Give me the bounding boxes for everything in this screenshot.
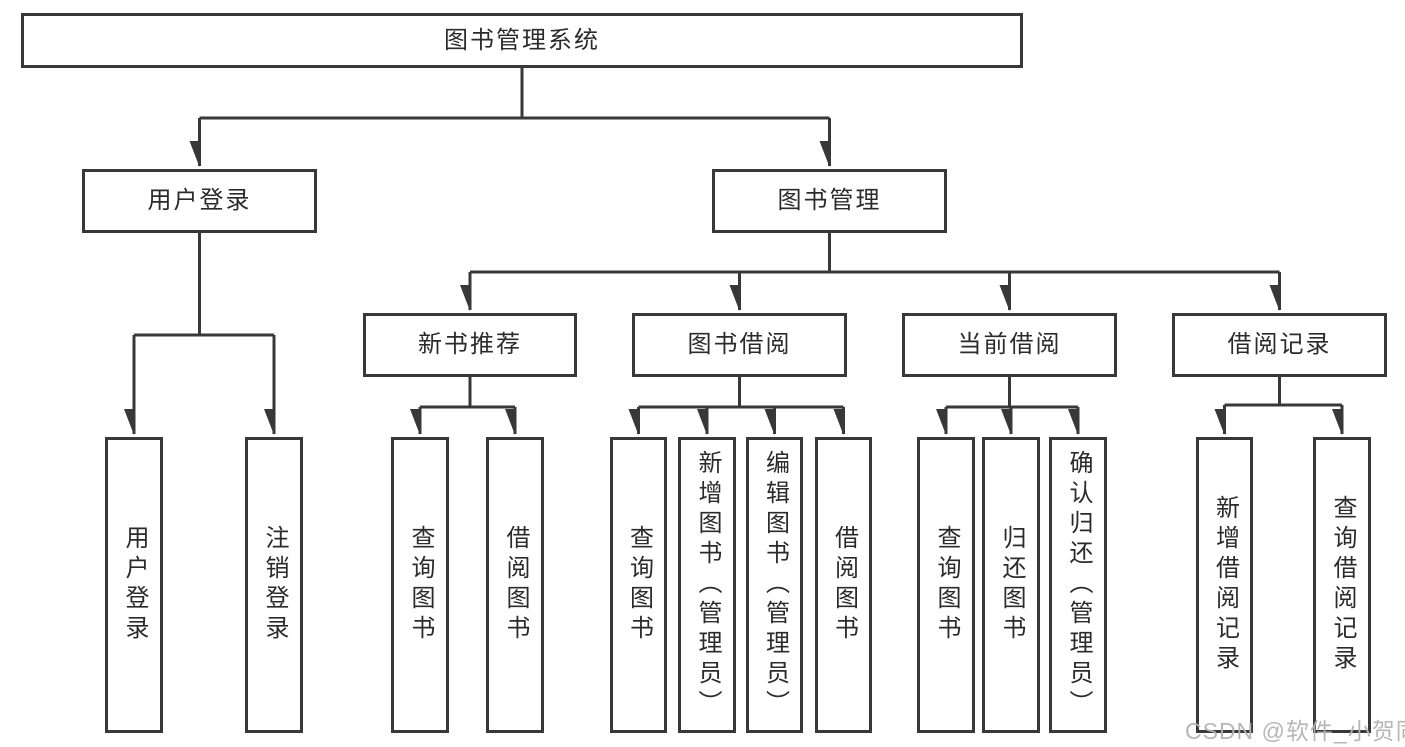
node-edit-books-admin: 编辑图书（管理员） [746,437,803,733]
node-borrow-books: 借阅图书 [815,437,872,733]
node-query-books-borrow: 查询图书 [610,437,667,733]
node-book-management: 图书管理 [712,169,947,233]
watermark: CSDN @软件_小贺同学 [1185,718,1405,744]
node-add-borrow-record: 新增借阅记录 [1196,437,1253,733]
node-borrow-records: 借阅记录 [1172,313,1387,377]
node-query-borrow-record: 查询借阅记录 [1313,437,1371,733]
node-logout-login: 注销登录 [245,437,303,733]
node-return-books: 归还图书 [982,437,1040,733]
node-user-login: 用户登录 [82,169,317,233]
node-borrow-books-recommend: 借阅图书 [486,437,544,733]
node-new-book-recommend: 新书推荐 [363,313,577,377]
node-library-management-system: 图书管理系统 [21,13,1023,68]
node-query-books-recommend: 查询图书 [391,437,449,733]
node-query-books-current: 查询图书 [917,437,975,733]
node-current-borrow: 当前借阅 [902,313,1117,377]
node-login: 用户登录 [105,437,163,733]
node-add-books-admin: 新增图书（管理员） [678,437,736,733]
node-confirm-return-admin: 确认归还（管理员） [1049,437,1107,733]
node-book-borrow: 图书借阅 [632,313,847,377]
